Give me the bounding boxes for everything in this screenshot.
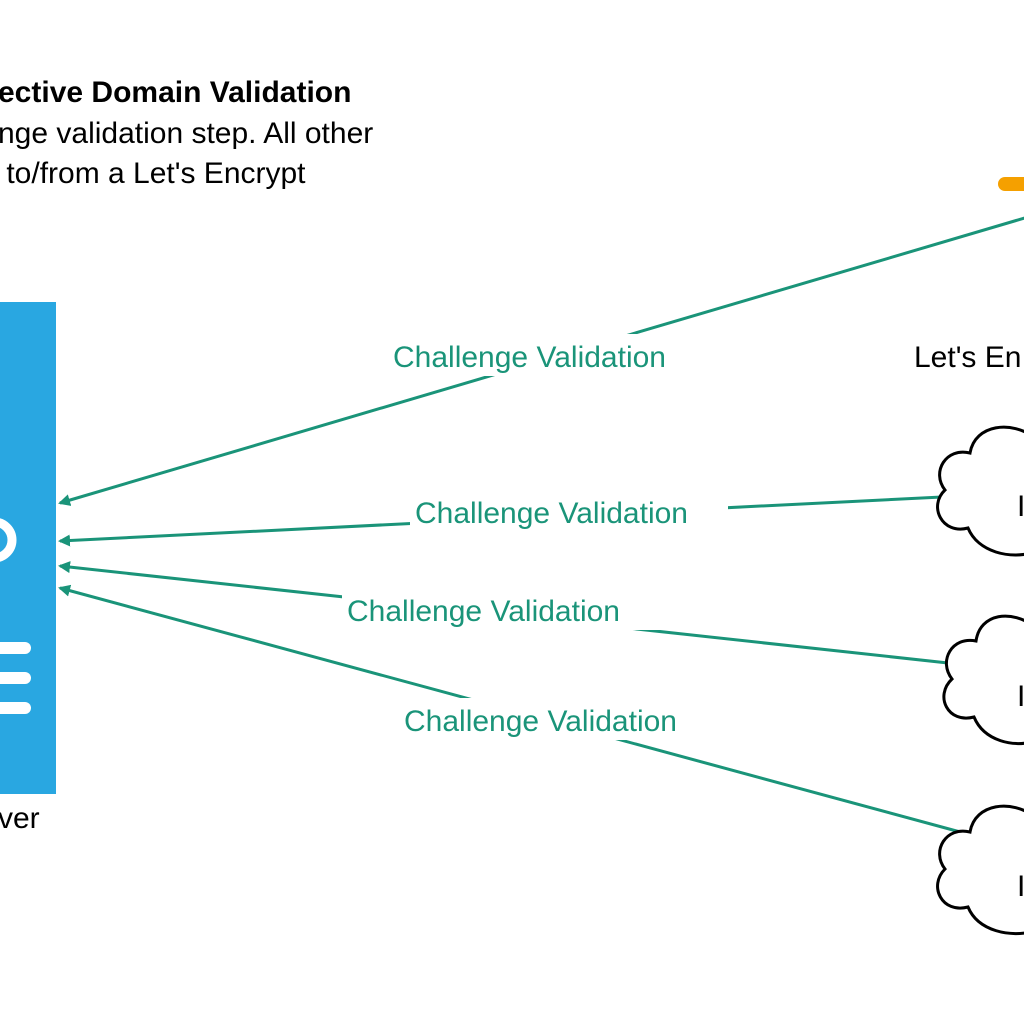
edge-label-1: Challenge Validation xyxy=(393,341,666,374)
edge-label-4: Challenge Validation xyxy=(404,705,677,738)
edge-label-2: Challenge Validation xyxy=(415,497,688,530)
ca-accent-bar xyxy=(998,177,1024,191)
remote-validator-label: I xyxy=(1017,870,1024,903)
diagram-description-line-1: nge validation step. All other xyxy=(0,117,373,150)
ca-label: Let's En xyxy=(914,341,1021,374)
cloud-shape xyxy=(936,425,1024,557)
remote-validator-label: I xyxy=(1017,490,1024,523)
cloud-shape xyxy=(942,614,1024,746)
cloud-shape xyxy=(936,804,1024,935)
diagram-description-line-2: to/from a Let's Encrypt xyxy=(0,157,306,190)
server-slot-1 xyxy=(0,642,31,654)
remote-validator-label: I xyxy=(1017,680,1024,713)
remote-validator-cloud-1: I xyxy=(936,425,1024,557)
remote-validator-cloud-2: I xyxy=(942,614,1024,746)
server-indicator-icon xyxy=(0,518,17,562)
remote-validator-cloud-3: I xyxy=(936,804,1024,935)
edge-label-3: Challenge Validation xyxy=(347,595,620,628)
web-server-node xyxy=(0,302,56,794)
diagram-title: ective Domain Validation xyxy=(0,76,351,109)
server-slot-2 xyxy=(0,672,31,684)
server-slot-3 xyxy=(0,702,31,714)
web-server-label: ver xyxy=(0,802,40,835)
